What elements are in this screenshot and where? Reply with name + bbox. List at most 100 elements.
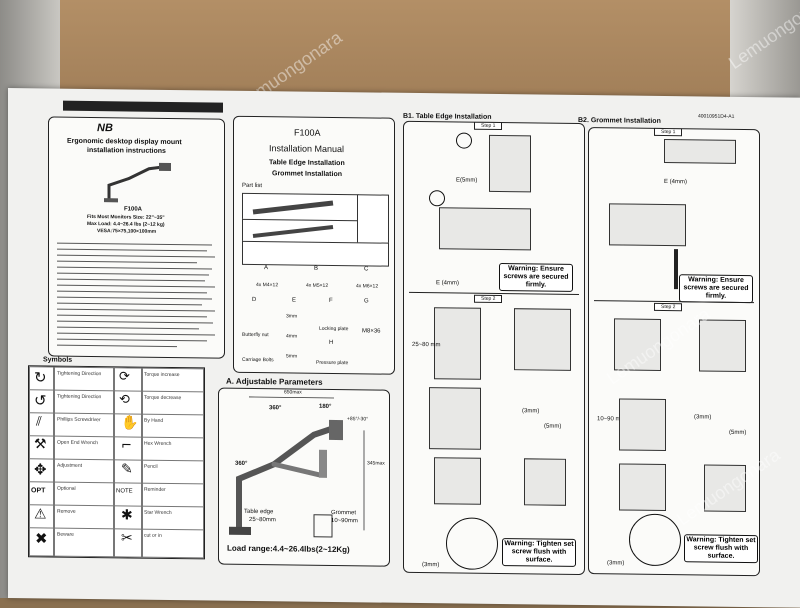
symbol-label: Star Wrench — [144, 509, 172, 517]
b1-e3b: (3mm) — [422, 562, 440, 569]
table-edge-label: Table edge — [244, 508, 274, 516]
rot-label-1: 360° — [269, 405, 282, 412]
hand-icon: ✋ — [121, 415, 139, 432]
doc-code: 40010951D4-A1 — [698, 113, 735, 120]
monitor-arm-illustration — [104, 162, 171, 203]
b2-title: B2. Grommet Installation — [578, 116, 661, 125]
spec-line-1: Fits Most Monitors Size: 22"~35" — [87, 213, 165, 221]
b1-step2-tag: Step 2 — [474, 294, 503, 304]
adjustable-panel: 650max 360° 180° +85°/-30° 345max 360° T… — [218, 387, 390, 567]
rot-label-2: 180° — [319, 403, 332, 410]
cut-icon: ✂ — [121, 530, 133, 547]
symbol-label: By Hand — [144, 417, 164, 424]
b1-e5b: (5mm) — [544, 423, 562, 430]
symbol-label: Tightening Direction — [57, 370, 102, 378]
b2-step2-sketch-2 — [699, 319, 746, 373]
b2-step2-sketch-3 — [619, 398, 666, 452]
b1-step2-sketch-2 — [514, 308, 571, 371]
rot-label-3: 360° — [235, 460, 248, 467]
b2-step2-sketch-4 — [619, 463, 666, 512]
manual-title: Installation Manual — [269, 143, 345, 155]
b2-detail-circle — [629, 513, 681, 567]
left-model: F100A — [124, 206, 143, 213]
b1-e5: E(5mm) — [456, 177, 478, 184]
part-arm-1 — [242, 192, 359, 223]
pencil-icon: ✎ — [121, 461, 133, 478]
symbol-label: Phillips Screwdriver — [57, 416, 101, 424]
part-clamp — [357, 194, 389, 245]
part-letter: C — [364, 266, 369, 273]
symbol-label: Optional — [57, 485, 76, 492]
b1-step2-sketch-1 — [434, 307, 481, 380]
remove-icon: ✖ — [35, 529, 48, 548]
b2-warning-1: Warning: Ensure screws are secured firml… — [679, 274, 753, 304]
b1-e4: E (4mm) — [436, 280, 459, 287]
torque-up-icon: ⟳ — [119, 369, 130, 385]
hex-size: 3mm — [286, 313, 298, 320]
spec-line-2: Max Load: 4.4~26.4 lbs (2~12 kg) — [87, 220, 165, 228]
grommet-label: Grommet — [331, 509, 357, 517]
center-manual-panel: F100A Installation Manual Table Edge Ins… — [233, 115, 395, 375]
symbol-label: Reminder — [144, 486, 166, 493]
part-plates — [242, 240, 389, 267]
symbol-label: cut or in — [144, 532, 162, 539]
symbol-label: Torque decrease — [144, 394, 182, 402]
star-wrench-icon: ✱ — [121, 507, 133, 524]
b1-range: 25~80 mm — [412, 341, 441, 349]
grommet-range: 10~90mm — [331, 517, 358, 525]
part-name: Butterfly nut — [242, 331, 269, 339]
hex-wrench-icon: ⌐ — [121, 438, 132, 454]
b2-base-sketch — [664, 139, 736, 164]
note-label: NOTE — [116, 488, 133, 495]
wrench-icon: ⚒ — [34, 436, 47, 453]
symbols-title: Symbols — [43, 356, 73, 364]
adjustment-icon: ✥ — [34, 460, 47, 479]
b1-step2-sketch-3 — [429, 387, 481, 450]
spec-line-3: VESA:75×75,100×100mm — [97, 228, 157, 235]
hex-size: 4mm — [286, 333, 298, 340]
b2-e3: (3mm) — [694, 414, 712, 421]
symbol-label: Tightening Direction — [57, 393, 102, 401]
part-letter: H — [329, 339, 334, 346]
symbol-label: Torque increase — [144, 371, 180, 379]
instruction-sheet: NB Ergonomic desktop display mount insta… — [8, 88, 800, 608]
tighten-cw-icon: ↻ — [34, 368, 47, 387]
part-letter: B — [314, 265, 319, 272]
b2-e5: (5mm) — [729, 429, 747, 437]
symbol-label: Remove — [57, 508, 76, 515]
part-qty: 4x M4×12 — [256, 282, 279, 289]
b2-panel: Step 1 E (4mm) Warning: Ensure screws ar… — [588, 127, 760, 577]
left-title-2: installation instructions — [87, 146, 166, 155]
header-bar — [63, 100, 223, 113]
warning-icon: ⚠ — [34, 506, 47, 523]
part-letter: E — [292, 297, 297, 304]
b2-grommet-sketch — [609, 203, 686, 247]
reach-label: 650max — [284, 389, 302, 396]
b1-mount-sketch — [439, 207, 531, 251]
height-label: 345max — [367, 460, 385, 467]
tighten-ccw-icon: ↺ — [34, 391, 47, 410]
b1-warning-2: Warning: Tighten set screw flush with su… — [502, 538, 576, 567]
manual-sub1: Table Edge Installation — [269, 159, 345, 168]
symbols-table: ↻ ↺ ⫽ ⚒ ✥ OPT ⚠ ✖ ⟳ ⟲ ✋ ⌐ ✎ NOTE ✱ ✂ Tig… — [28, 365, 205, 560]
b2-step2-tag: Step 2 — [654, 302, 683, 312]
brand-logo: NB — [97, 122, 113, 135]
part-name: Carriage Bolts — [242, 356, 274, 364]
symbol-label: Open End Wrench — [57, 439, 99, 447]
b2-e4: E (4mm) — [664, 179, 687, 186]
symbol-label: Pencil — [144, 463, 158, 470]
part-arm-2 — [242, 218, 359, 245]
part-name: M8×36 — [362, 328, 381, 335]
b2-e3b: (3mm) — [607, 560, 625, 567]
table-edge-range: 25~80mm — [249, 516, 276, 524]
b2-warning-2: Warning: Tighten set screw flush with su… — [684, 534, 758, 564]
adjustable-title: A. Adjustable Parameters — [226, 376, 323, 387]
left-title-1: Ergonomic desktop display mount — [67, 137, 182, 147]
part-qty: 4x M6×12 — [356, 283, 379, 290]
symbol-label: Adjustment — [57, 462, 83, 469]
b1-clamp-sketch — [489, 134, 531, 193]
b1-detail-circle — [446, 517, 498, 570]
part-letter: D — [252, 296, 257, 304]
b2-step1-tag: Step 1 — [654, 127, 683, 137]
b1-step2-sketch-5 — [524, 458, 566, 506]
